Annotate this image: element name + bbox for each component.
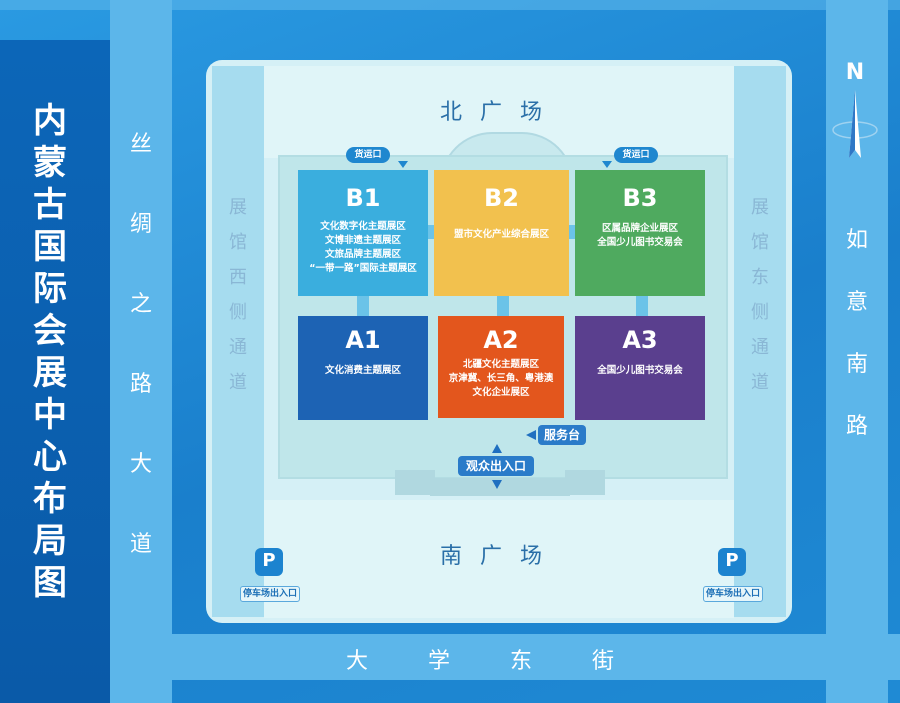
connector-b2-b3 xyxy=(569,225,575,239)
north-plaza-label: 北广场 xyxy=(439,100,560,125)
east-channel-label: 展馆东侧通道 xyxy=(751,197,769,393)
compass: N xyxy=(830,60,880,170)
compass-arrow-icon xyxy=(832,90,878,158)
south-plaza-label: 南广场 xyxy=(439,544,560,569)
east-channel xyxy=(734,66,786,617)
parking-icon-right: P xyxy=(718,548,746,576)
cargo-entrance-left: 货运口 xyxy=(346,147,390,163)
hall-desc: 区属品牌企业展区 全国少儿图书交易会 xyxy=(597,223,683,248)
hall-code: B1 xyxy=(345,184,381,212)
connector-b2-a2 xyxy=(497,296,509,316)
map-title: 内蒙古国际会展中心布局图 xyxy=(33,101,67,603)
service-desk[interactable]: 服务台 xyxy=(538,425,586,445)
cargo-arrow-left-icon xyxy=(398,161,408,168)
connector-b1-b2 xyxy=(428,225,434,239)
visitor-entrance-up-arrow-icon xyxy=(492,444,502,453)
road-south-label: 大学东街 xyxy=(345,649,674,674)
hall-code: A1 xyxy=(345,326,381,354)
west-channel-label: 展馆西侧通道 xyxy=(229,197,247,393)
visitor-entrance-down-arrow-icon xyxy=(492,480,502,489)
south-plaza xyxy=(264,500,734,618)
hall-code: B2 xyxy=(484,184,519,212)
cargo-entrance-right: 货运口 xyxy=(614,147,658,163)
building-step-right xyxy=(565,470,605,495)
hall-desc: 全国少儿图书交易会 xyxy=(597,365,683,376)
hall-code: B3 xyxy=(622,184,658,212)
hall-desc: 文化消费主题展区 xyxy=(324,365,401,376)
title-band xyxy=(0,40,110,703)
road-west-label: 丝绸之路大道 xyxy=(129,132,152,557)
hall-b1[interactable]: B1 文化数字化主题展区 文博非遗主题展区 文旅品牌主题展区 “一带一路”国际主… xyxy=(298,170,428,296)
hall-desc: 盟市文化产业综合展区 xyxy=(453,229,549,240)
service-desk-arrow-icon xyxy=(526,430,536,440)
road-west xyxy=(110,0,172,703)
road-east-label: 如意南路 xyxy=(845,228,868,439)
hall-a2[interactable]: A2 北疆文化主题展区 京津冀、长三角、粤港澳 文化企业展区 xyxy=(438,316,564,418)
hall-desc: 北疆文化主题展区 京津冀、长三角、粤港澳 文化企业展区 xyxy=(448,359,554,398)
hall-b3[interactable]: B3 区属品牌企业展区 全国少儿图书交易会 xyxy=(575,170,705,296)
building-step-center xyxy=(430,478,570,496)
road-south xyxy=(0,634,900,680)
hall-a3[interactable]: A3 全国少儿图书交易会 xyxy=(575,316,705,420)
visitor-entrance[interactable]: 观众出入口 xyxy=(458,456,534,476)
road-north-strip xyxy=(0,0,900,10)
parking-icon-left: P xyxy=(255,548,283,576)
hall-code: A3 xyxy=(622,326,658,354)
hall-a1[interactable]: A1 文化消费主题展区 xyxy=(298,316,428,420)
cargo-arrow-right-icon xyxy=(602,161,612,168)
compass-north-label: N xyxy=(845,60,865,85)
hall-code: A2 xyxy=(483,326,519,354)
west-channel xyxy=(212,66,264,617)
hall-b2[interactable]: B2 盟市文化产业综合展区 xyxy=(434,170,569,296)
hall-desc: 文化数字化主题展区 文博非遗主题展区 文旅品牌主题展区 “一带一路”国际主题展区 xyxy=(309,221,417,274)
connector-b1-a1 xyxy=(357,296,369,316)
building-step-left xyxy=(395,470,435,495)
connector-b3-a3 xyxy=(636,296,648,316)
parking-entrance-left[interactable]: 停车场出入口 xyxy=(240,586,300,602)
parking-entrance-right[interactable]: 停车场出入口 xyxy=(703,586,763,602)
